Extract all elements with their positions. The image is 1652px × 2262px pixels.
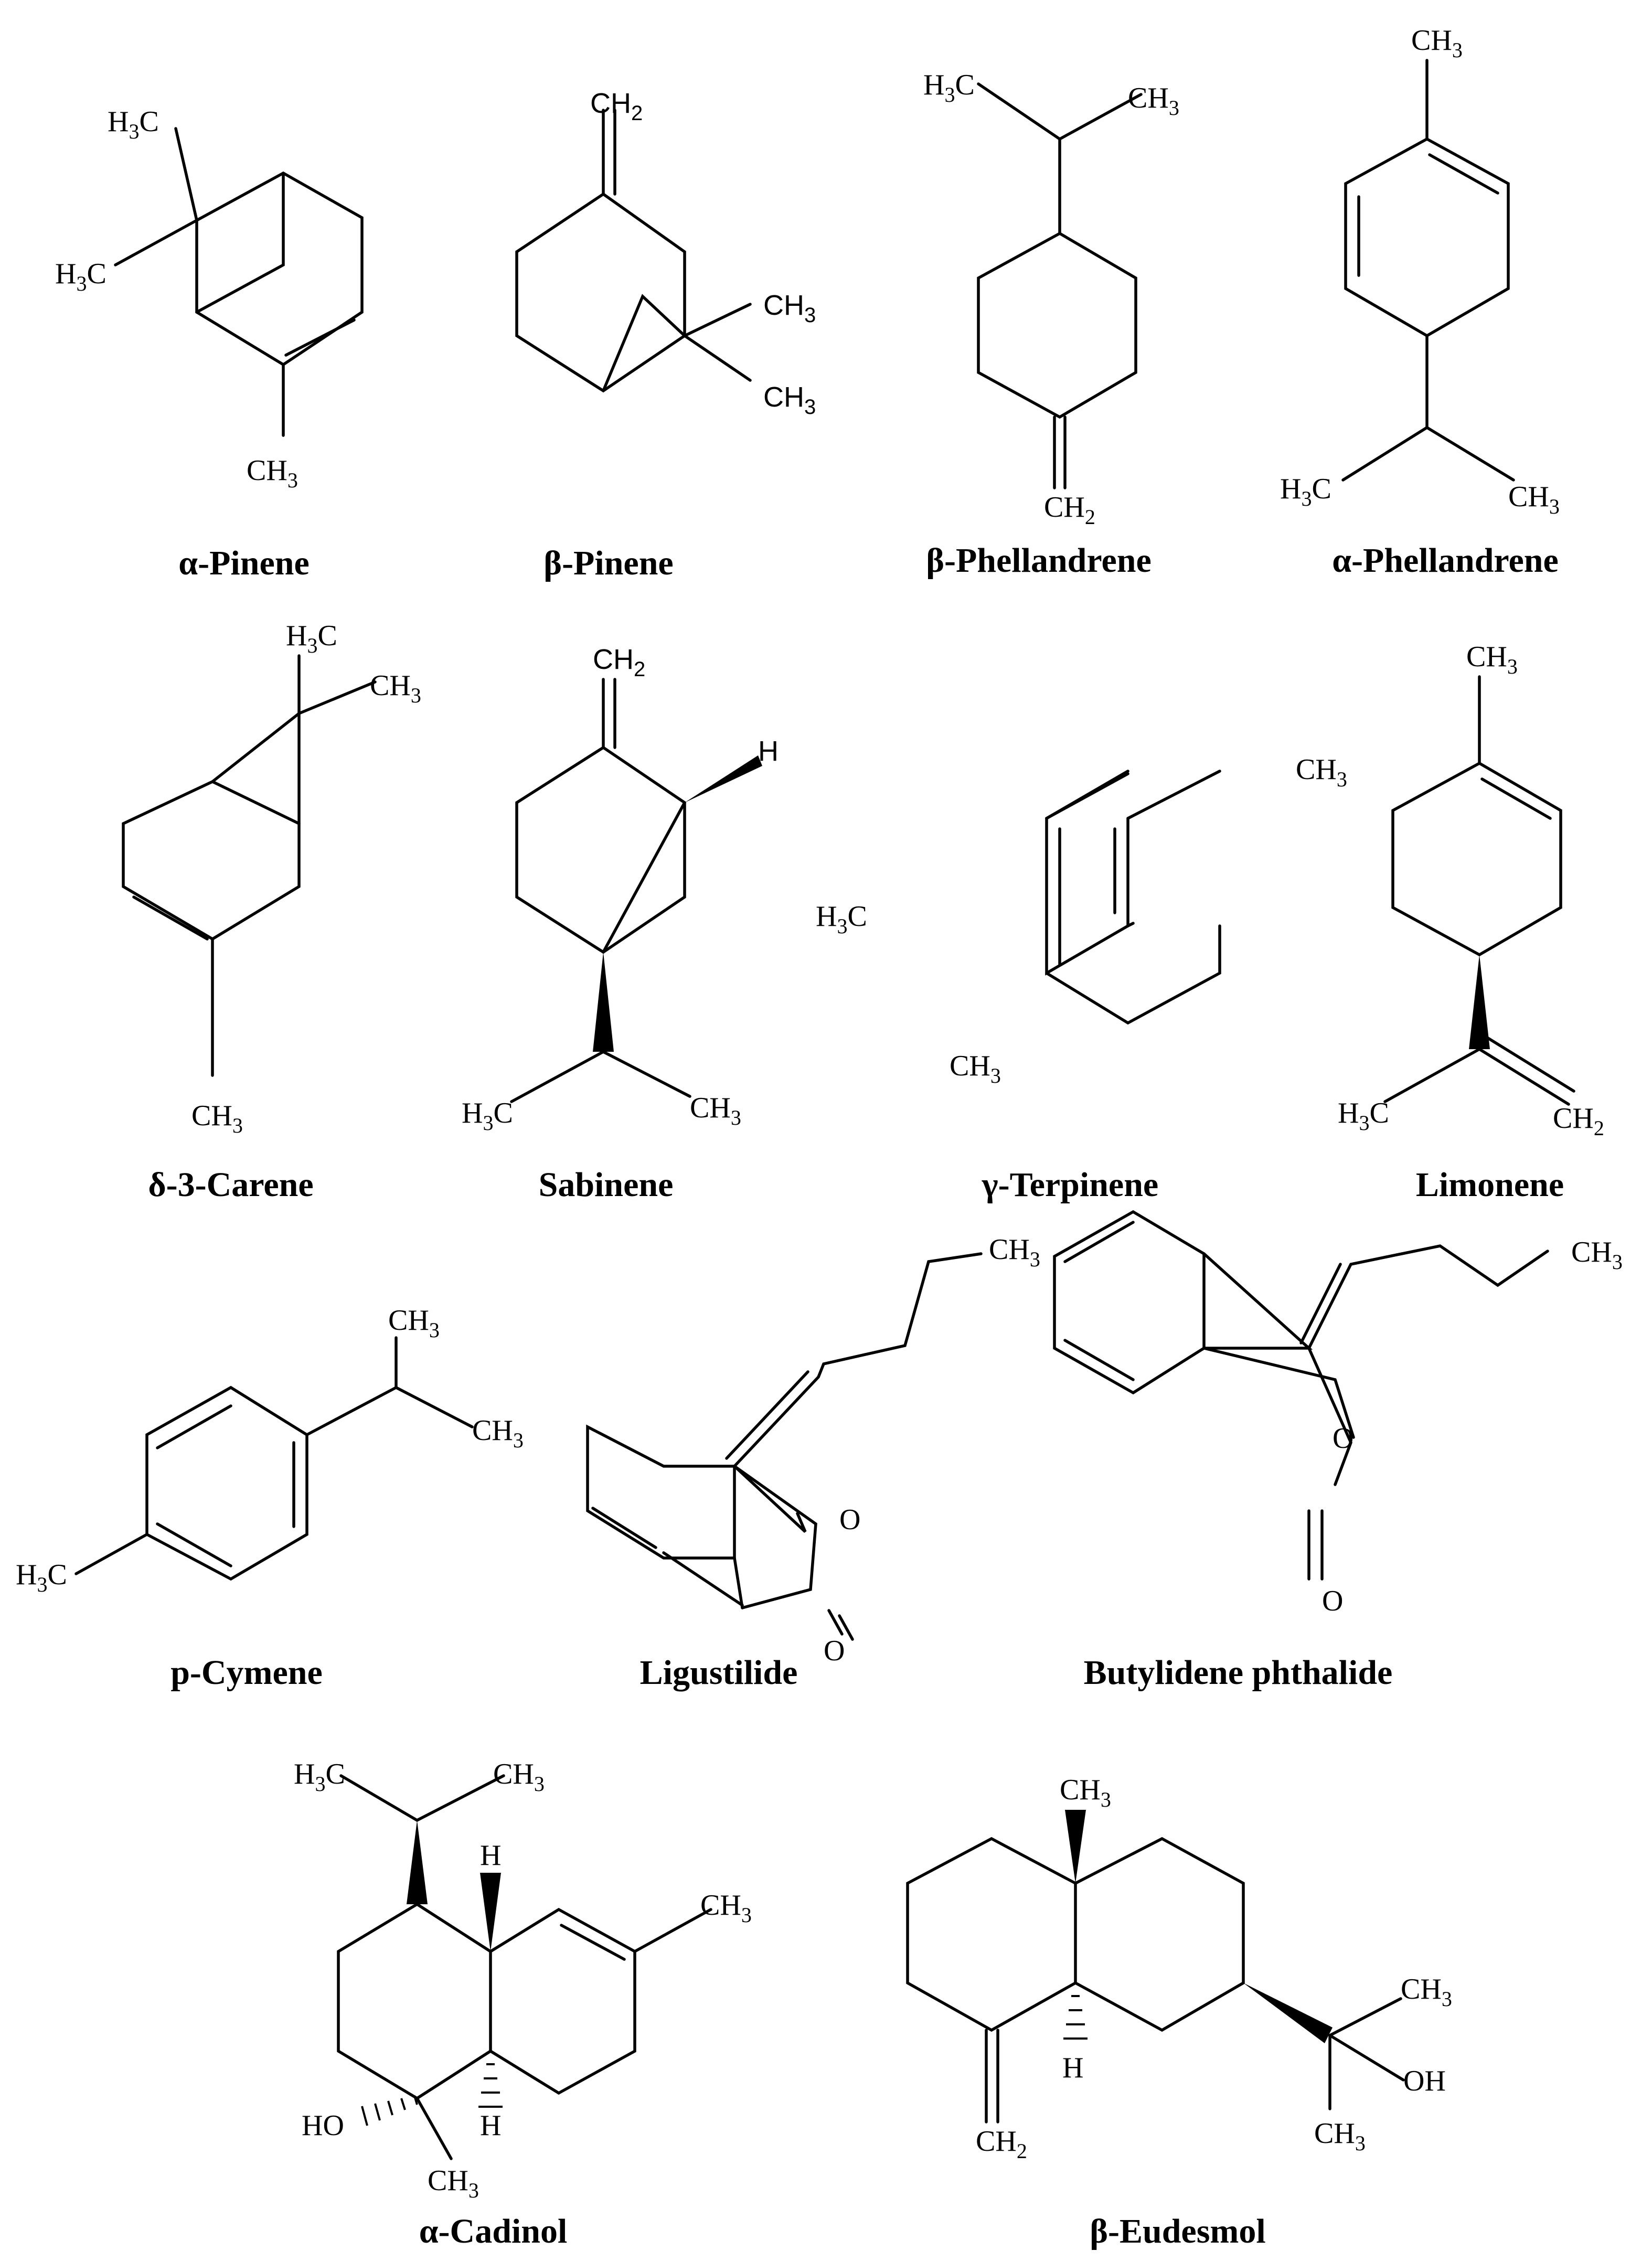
atom-label-ch3-2: CH3 — [763, 381, 816, 419]
atom-label-h3c-1: H3C — [108, 105, 159, 143]
atom-label-ch2: CH2 — [1044, 491, 1095, 529]
atom-label-h3c: H3C — [816, 900, 867, 938]
atom-label-ch3: CH3 — [1466, 641, 1518, 678]
compound-name: p-Cymene — [170, 1653, 323, 1692]
atom-label-ch3: CH3 — [690, 1092, 741, 1129]
atom-label-ch3-2: CH3 — [950, 1050, 1001, 1087]
atom-label-ch3-1: CH3 — [763, 290, 816, 327]
structure-beta-eudesmol: CH3 CH3 OH CH3 H CH2 β-Eudesmol — [906, 1774, 1452, 2250]
atom-label-ch3: CH3 — [1296, 753, 1347, 791]
atom-label-h3c: H3C — [1338, 1097, 1389, 1135]
atom-label-o-ring: O — [1333, 1422, 1353, 1455]
structure-limonene: CH3 H3C CH2 Limonene — [1338, 641, 1604, 1204]
compound-name: Ligustilide — [640, 1653, 798, 1692]
compound-name: Limonene — [1416, 1166, 1564, 1204]
atom-label-h3c-2: H3C — [55, 258, 106, 295]
atom-label-ch3-2: CH3 — [472, 1414, 524, 1452]
atom-label-h3c: H3C — [294, 1758, 345, 1796]
atom-label-h-bottom: H — [480, 2109, 501, 2142]
atom-label-ch3-3: CH3 — [428, 2164, 479, 2202]
atom-label-ch3: CH3 — [1128, 82, 1179, 120]
atom-label-h3c: H3C — [462, 1097, 513, 1135]
atom-label-ch3-1: CH3 — [1401, 1973, 1452, 2011]
atom-label-ch2: CH2 — [590, 88, 643, 125]
atom-label-ch2: CH2 — [976, 2125, 1027, 2163]
atom-label-ho: HO — [302, 2109, 344, 2142]
atom-label-o-carbonyl: O — [824, 1635, 845, 1667]
atom-label-ch3-1: CH3 — [493, 1758, 545, 1796]
atom-label-h3c: H3C — [16, 1559, 67, 1596]
structure-sabinene: CH2 H H3C CH3 Sabinene — [462, 644, 779, 1204]
structure-alpha-pinene: H3C H3C CH3 α-Pinene — [55, 105, 364, 582]
atom-label-o-carbonyl: O — [1322, 1585, 1343, 1617]
compound-name: Butylidene phthalide — [1084, 1653, 1393, 1692]
structure-alpha-cadinol: H3C CH3 H CH3 HO H CH3 α-Cadinol — [294, 1758, 752, 2250]
compound-name: β-Pinene — [543, 544, 673, 582]
atom-label-h3c: H3C — [286, 620, 337, 657]
atom-label-ch3: CH3 — [1508, 481, 1560, 518]
compound-name: Sabinene — [539, 1166, 674, 1204]
compound-name: β-Eudesmol — [1090, 2212, 1265, 2250]
compound-name: β-Phellandrene — [926, 541, 1152, 580]
structure-delta-3-carene: H3C CH3 CH3 δ-3-Carene — [122, 620, 421, 1204]
atom-label-ch3-top: CH3 — [1060, 1774, 1111, 1811]
structure-gamma-terpinene: CH3 H3C CH3 γ-Terpinene — [816, 753, 1347, 1204]
atom-label-h-top: H — [480, 1839, 501, 1872]
structure-alpha-phellandrene: CH3 H3C CH3 α-Phellandrene — [1280, 24, 1560, 580]
atom-label-h: H — [1062, 2052, 1083, 2084]
structure-butylidene-phthalide: CH3 O O Butylidene phthalide — [1053, 1210, 1623, 1692]
compound-name: α-Phellandrene — [1332, 541, 1559, 580]
atom-label-ch3: CH3 — [1571, 1236, 1623, 1274]
compound-name: δ-3-Carene — [148, 1166, 313, 1204]
compound-name: γ-Terpinene — [982, 1166, 1158, 1204]
atom-label-ch3-1: CH3 — [370, 669, 421, 707]
atom-label-h3c: H3C — [1280, 473, 1331, 510]
hash-bond-oh — [361, 2095, 418, 2126]
hash-bond-h — [1063, 1995, 1088, 2040]
atom-label-oh: OH — [1403, 2065, 1446, 2097]
structure-beta-pinene: CH2 CH3 CH3 β-Pinene — [515, 88, 816, 582]
structure-beta-phellandrene: H3C CH3 CH2 β-Phellandrene — [923, 69, 1179, 580]
atom-label-ch3: CH3 — [247, 454, 298, 492]
structure-p-cymene: CH3 CH3 H3C p-Cymene — [16, 1304, 524, 1692]
atom-label-ch3-1: CH3 — [388, 1304, 440, 1342]
atom-label-ch3-2: CH3 — [700, 1889, 752, 1927]
atom-label-h3c: H3C — [923, 69, 975, 106]
atom-label-o-ring: O — [839, 1503, 860, 1536]
atom-label-ch3: CH3 — [989, 1233, 1040, 1271]
hash-bond-h — [478, 2063, 503, 2108]
compound-name: α-Cadinol — [419, 2212, 568, 2250]
atom-label-ch2: CH2 — [593, 644, 645, 681]
atom-label-ch2: CH2 — [1553, 1102, 1604, 1140]
compound-name: α-Pinene — [178, 544, 309, 582]
atom-label-h: H — [758, 735, 779, 767]
structure-ligustilide: CH3 O O Ligustilide — [586, 1233, 1040, 1692]
atom-label-ch3-2: CH3 — [191, 1100, 243, 1137]
atom-label-ch3-2: CH3 — [1314, 2117, 1366, 2155]
atom-label-ch3-top: CH3 — [1411, 24, 1463, 62]
